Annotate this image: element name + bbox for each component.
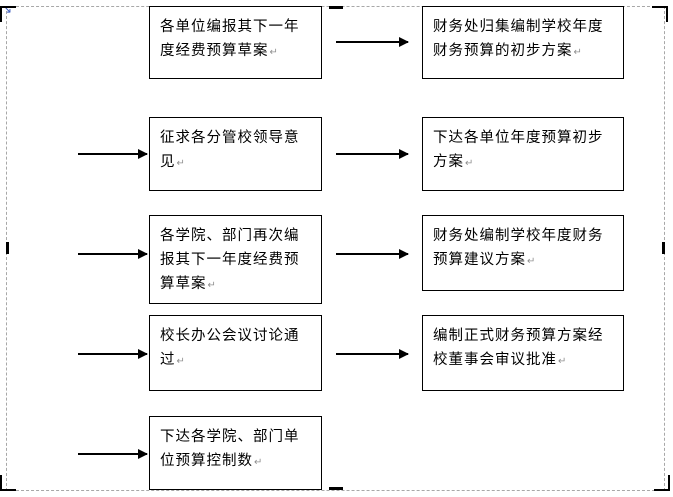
paragraph-mark-icon: ↵ xyxy=(207,280,216,291)
arrow-to-left-3 xyxy=(78,249,148,259)
paragraph-mark-icon: ↵ xyxy=(176,158,185,169)
text-cursor-icon: ↘ xyxy=(2,2,13,16)
crop-mark-top-center xyxy=(329,6,343,9)
step-box-left-2: 征求各分管校领导意见↵ xyxy=(149,117,322,191)
crop-mark-bottom-left xyxy=(0,475,16,491)
arrow-left1-to-right1 xyxy=(336,37,409,47)
step-box-left-1: 各单位编报其下一年度经费预算草案↵ xyxy=(149,6,322,79)
arrow-left3-to-right3 xyxy=(336,249,409,259)
step-box-left-5: 下达各学院、部门单位预算控制数↵ xyxy=(149,416,322,490)
step-text: 下达各单位年度预算初步方案 xyxy=(433,130,604,170)
crop-mark-bottom-right xyxy=(654,475,670,491)
arrow-to-left-2 xyxy=(78,149,148,159)
step-text: 征求各分管校领导意见 xyxy=(160,130,300,170)
step-text: 各学院、部门再次编报其下一年度经费预算草案 xyxy=(160,228,300,292)
crop-mark-top-right xyxy=(652,6,668,22)
paragraph-mark-icon: ↵ xyxy=(254,457,263,468)
step-text: 财务处归集编制学校年度财务预算的初步方案 xyxy=(433,19,604,59)
arrow-to-left-4 xyxy=(78,349,148,359)
step-box-right-1: 财务处归集编制学校年度财务预算的初步方案↵ xyxy=(422,6,624,79)
crop-mark-right-middle xyxy=(662,242,665,254)
arrow-to-left-5 xyxy=(78,449,148,459)
step-box-right-2: 下达各单位年度预算初步方案↵ xyxy=(422,117,624,191)
paragraph-mark-icon: ↵ xyxy=(573,47,582,58)
paragraph-mark-icon: ↵ xyxy=(269,47,278,58)
step-text: 校长办公会议讨论通过 xyxy=(160,328,300,368)
paragraph-mark-icon: ↵ xyxy=(465,158,474,169)
paragraph-mark-icon: ↵ xyxy=(176,356,185,367)
arrow-left2-to-right2 xyxy=(336,149,409,159)
step-box-left-3: 各学院、部门再次编报其下一年度经费预算草案↵ xyxy=(149,215,322,304)
step-text: 编制正式财务预算方案经校董事会审议批准 xyxy=(433,328,604,368)
arrow-left4-to-right4 xyxy=(336,349,409,359)
step-box-left-4: 校长办公会议讨论通过↵ xyxy=(149,315,322,391)
crop-mark-bottom-center xyxy=(329,487,343,490)
crop-mark-left-middle xyxy=(6,242,9,254)
paragraph-mark-icon: ↵ xyxy=(558,356,567,367)
paragraph-mark-icon: ↵ xyxy=(527,256,536,267)
crop-mark-top-left xyxy=(0,6,16,22)
step-box-right-3: 财务处编制学校年度财务预算建议方案↵ xyxy=(422,215,624,291)
step-box-right-4: 编制正式财务预算方案经校董事会审议批准↵ xyxy=(422,315,624,391)
step-text: 各单位编报其下一年度经费预算草案 xyxy=(160,19,300,59)
step-text: 财务处编制学校年度财务预算建议方案 xyxy=(433,228,604,268)
step-text: 下达各学院、部门单位预算控制数 xyxy=(160,429,300,469)
